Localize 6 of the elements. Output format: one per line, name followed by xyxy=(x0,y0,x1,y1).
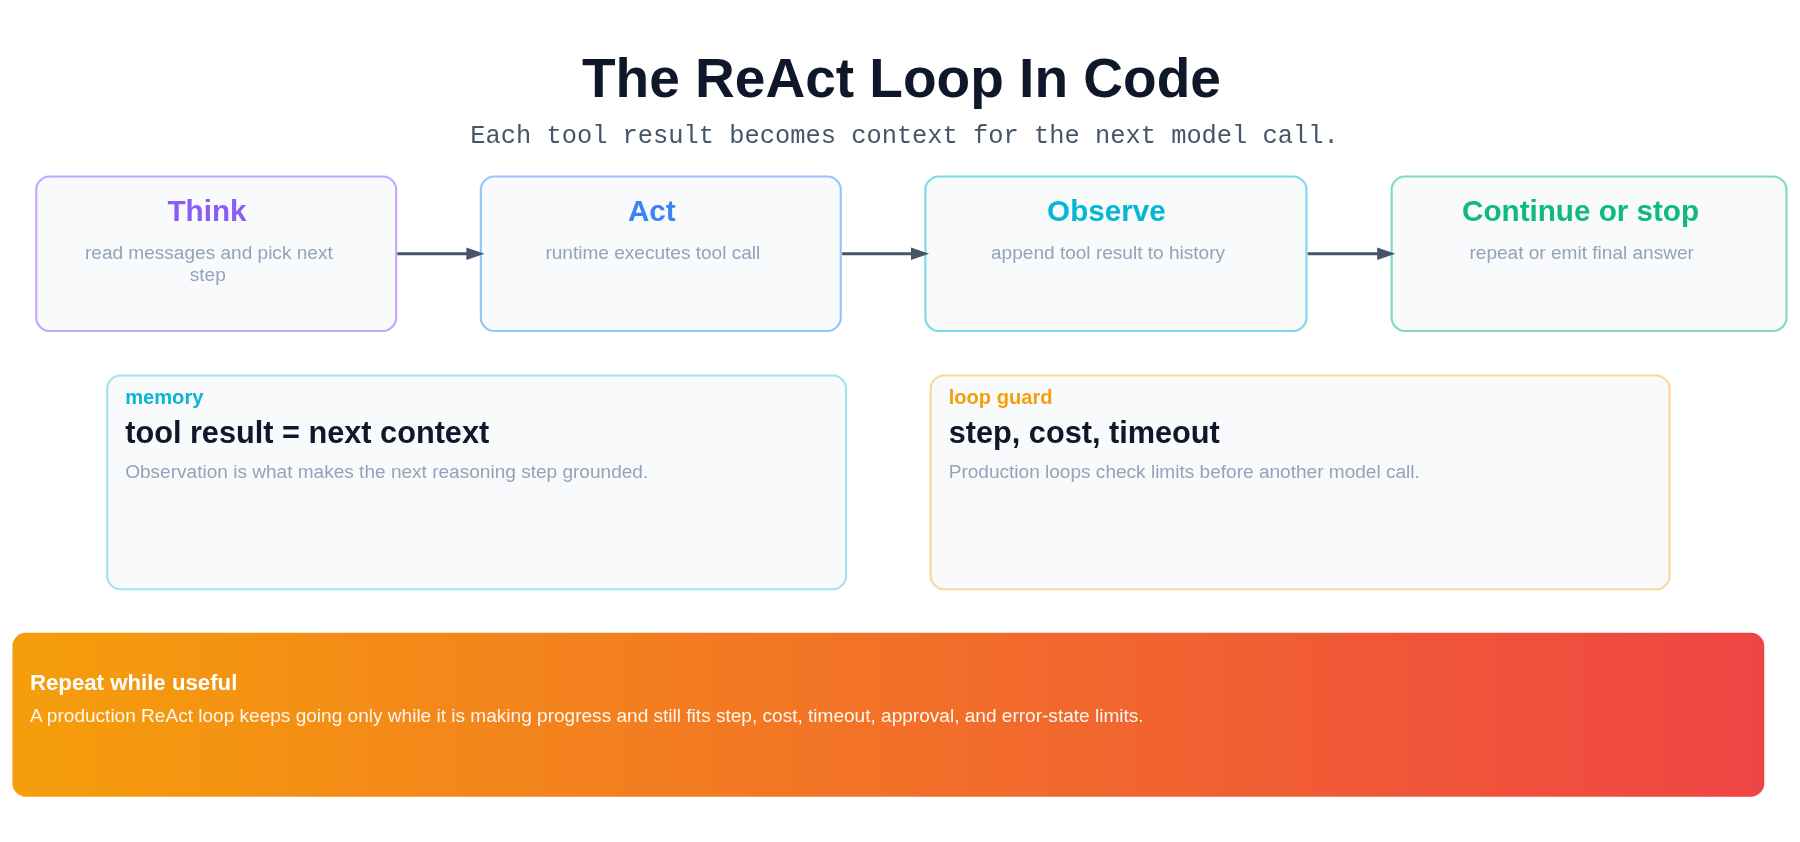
arrow xyxy=(397,247,485,261)
arrow xyxy=(842,247,930,261)
diagram-title: The ReAct Loop In Code xyxy=(581,47,1221,110)
caption: Each tool result becomes context for the next model call. xyxy=(470,122,1339,152)
node-box: Repeat while useful A production ReAct loop keeps going only while it is making progress and still fits step, cost, timeout, approval, and error-state limits. xyxy=(12,632,1765,797)
arrow xyxy=(1307,247,1396,261)
